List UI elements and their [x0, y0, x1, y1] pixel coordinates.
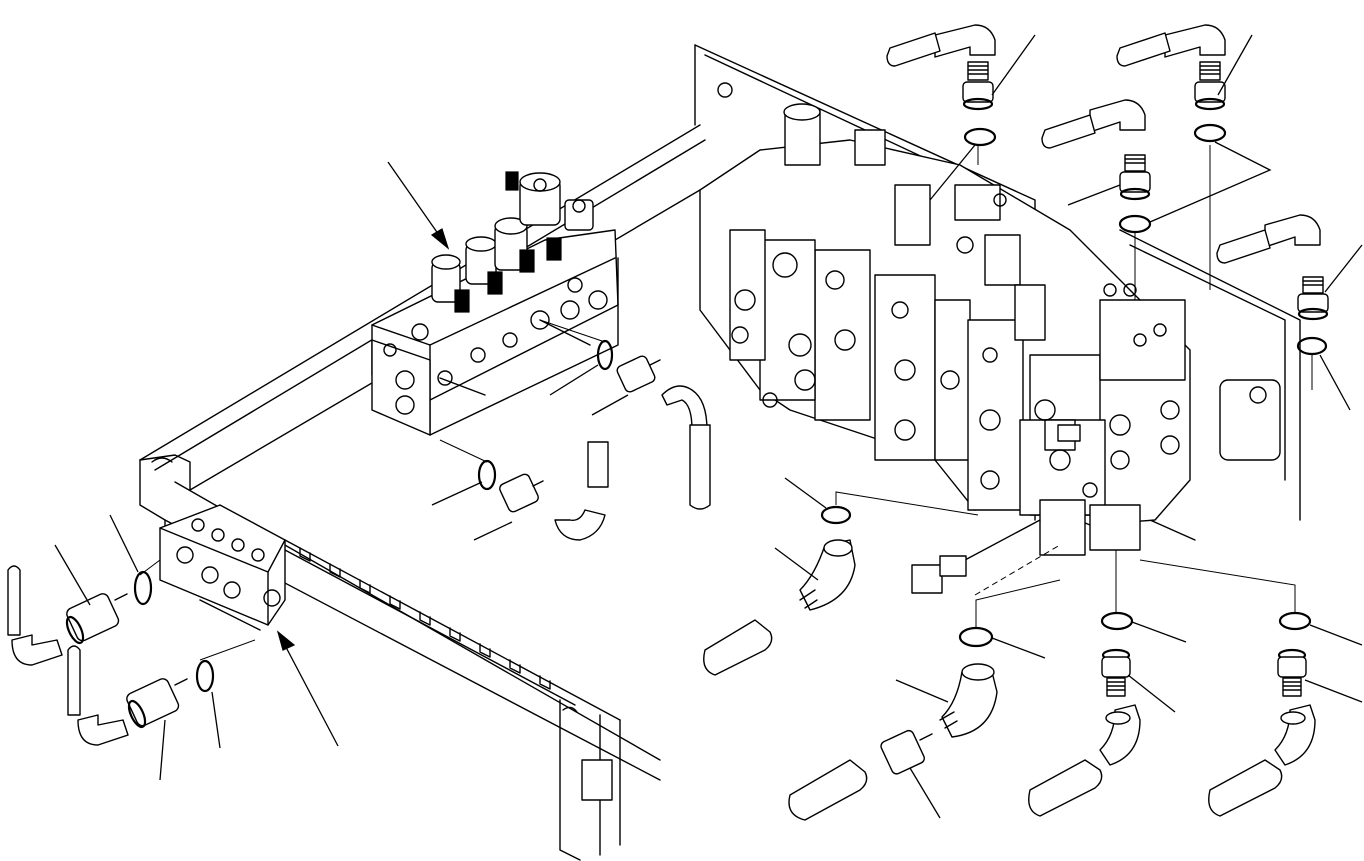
elbow-fitting-left-1: [11, 634, 63, 666]
adapters: [65, 61, 1329, 775]
hose-bottom-2: [1208, 759, 1283, 817]
o-ring-10: [958, 626, 994, 648]
hose-solenoid-2: [587, 441, 609, 488]
hose-front-2: [788, 759, 868, 821]
adapter-top-2: [1194, 61, 1226, 111]
hoses: [7, 32, 1283, 821]
hydraulic-frame: [139, 44, 1301, 861]
hose-solenoid-1: [689, 424, 711, 510]
elbow-fitting-mid: [1089, 99, 1146, 133]
o-ring-4: [477, 459, 497, 491]
solenoid-valve-block: [371, 171, 619, 436]
adapter-mid: [1119, 154, 1151, 201]
adapter-left-2: [126, 678, 188, 729]
adapter-solenoid-1: [616, 355, 661, 393]
o-ring-1: [133, 570, 153, 606]
hose-left-1: [7, 565, 21, 636]
hose-bottom-1: [1028, 759, 1103, 817]
elbow-fitting-2: [941, 671, 998, 738]
elbow-fitting-solenoid-1: [661, 385, 708, 431]
leader-manifold-block: [277, 631, 339, 747]
hose-top-1: [886, 32, 941, 67]
elbow-fittings: [11, 24, 1321, 766]
o-ring-7: [1118, 214, 1152, 234]
hose-front-1: [703, 619, 773, 676]
o-ring-3: [596, 339, 614, 371]
o-ring-8: [1296, 336, 1328, 356]
o-ring-11: [1100, 611, 1134, 631]
adapter-front-nut: [880, 729, 933, 775]
adapter-right: [1297, 276, 1329, 321]
elbow-fitting-solenoid-2: [554, 509, 606, 541]
elbow-fitting-top-1: [934, 24, 996, 58]
manifold-block: [159, 504, 286, 631]
hose-mid: [1041, 114, 1096, 149]
adapter-bottom-2: [1277, 648, 1307, 697]
elbow-fitting-1: [799, 539, 856, 611]
o-ring-6: [1193, 123, 1227, 143]
reference-leaders: [54, 34, 1363, 819]
elbow-fitting-right: [1264, 214, 1321, 248]
adapter-bottom-1: [1101, 648, 1131, 697]
elbow-fitting-top-2: [1164, 24, 1226, 58]
o-ring-5: [963, 127, 997, 147]
o-rings: [133, 123, 1328, 693]
hose-left-2: [67, 645, 81, 716]
o-ring-9: [820, 505, 852, 525]
adapter-top-1: [962, 61, 994, 111]
o-ring-12: [1278, 611, 1312, 631]
elbow-fitting-left-2: [77, 714, 129, 746]
o-ring-2: [195, 659, 215, 693]
adapter-left-1: [65, 593, 128, 645]
hose-top-2: [1116, 32, 1171, 67]
control-valve-assembly: [699, 103, 1191, 596]
hose-right: [1216, 229, 1271, 264]
adapter-solenoid-2: [499, 473, 544, 513]
